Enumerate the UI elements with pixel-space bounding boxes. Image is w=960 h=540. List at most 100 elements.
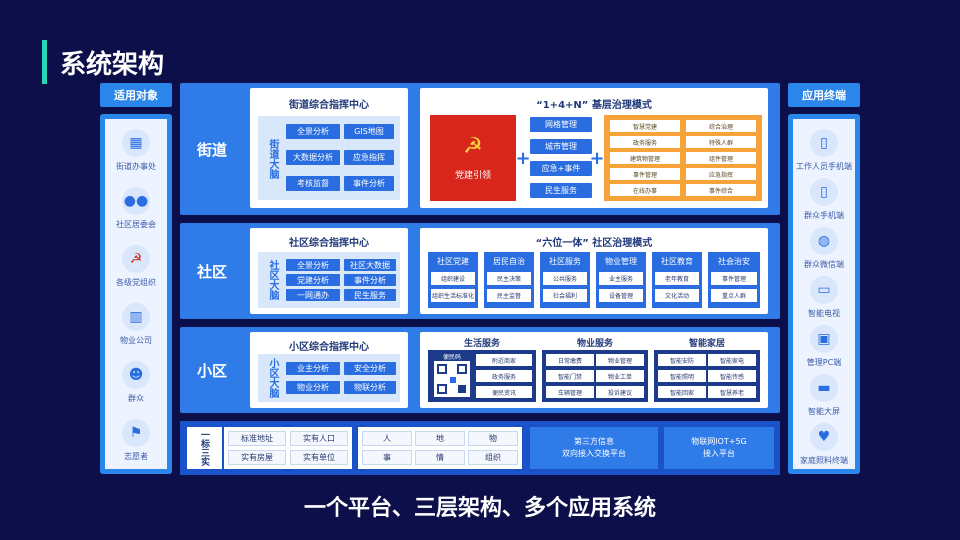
community-btn-big-data[interactable]: 社区大数据: [344, 259, 396, 271]
community-btn-party-analysis[interactable]: 党建分析: [286, 274, 340, 286]
title-accent-bar: [42, 40, 47, 84]
community-command-center: 社区综合指挥中心 社区大脑 全景分析 社区大数据 党建分析 事件分析 一网通办 …: [250, 228, 408, 314]
four-city-management[interactable]: 城市管理: [530, 139, 592, 154]
base-label-box: 一标三实: [187, 427, 222, 469]
residential-btn-iot-analysis[interactable]: 物联分析: [344, 381, 396, 394]
group-community-service: 社区服务 公共服务 社会福利: [540, 252, 590, 308]
smart-home-item[interactable]: 智能家电: [708, 354, 756, 366]
group-party-building: 社区党建 组织建设 组织生活标准化: [428, 252, 478, 308]
property-item[interactable]: 日常缴费: [546, 354, 594, 366]
smart-home-item[interactable]: 智能传感: [708, 370, 756, 382]
group-community-education: 社区教育 老年教育 文化活动: [652, 252, 702, 308]
community-btn-event-analysis[interactable]: 事件分析: [344, 274, 396, 286]
property-item[interactable]: 物业工单: [596, 370, 644, 382]
smart-home-item[interactable]: 智能回家: [658, 386, 706, 398]
element-item: 组织: [468, 450, 518, 465]
n-item: 应急指挥: [686, 168, 756, 180]
right-item-pc: ▣ 管理PC端: [793, 325, 855, 368]
n-item: 智慧党建: [610, 120, 680, 132]
smart-home-item[interactable]: 智能照明: [658, 370, 706, 382]
big-screen-icon: ▬: [810, 374, 838, 402]
page-title: 系统架构: [60, 50, 165, 80]
residential-brain-label: 小区大脑: [267, 358, 278, 398]
n-item: 政务服务: [610, 136, 680, 148]
life-item-info[interactable]: 便民资讯: [476, 386, 532, 398]
right-item-family-care: ♥ 家庭照料终端: [793, 423, 855, 466]
street-command-center: 街道综合指挥中心 街道大脑 全景分析 GIS地图 大数据分析 应急指挥 考核监督…: [250, 88, 408, 208]
street-btn-assessment[interactable]: 考核监督: [286, 176, 340, 191]
four-grid-management[interactable]: 网格管理: [530, 117, 592, 132]
property-item[interactable]: 智能门禁: [546, 370, 594, 382]
community-governance-mode: “六位一体” 社区治理模式 社区党建 组织建设 组织生活标准化 居民自治 民主决…: [420, 228, 768, 314]
left-item-residents-committee: ●● 社区居委会: [105, 187, 167, 230]
family-care-icon: ♥: [810, 423, 838, 451]
street-btn-panorama[interactable]: 全景分析: [286, 124, 340, 139]
street-btn-big-data[interactable]: 大数据分析: [286, 150, 340, 165]
life-item-nearby-shops[interactable]: 附近商家: [476, 354, 532, 366]
element-item: 情: [415, 450, 465, 465]
element-item: 人: [362, 431, 412, 446]
standard-item: 实有房屋: [228, 450, 286, 465]
residential-center-title: 小区综合指挥中心: [289, 342, 369, 353]
street-btn-event-analysis[interactable]: 事件分析: [344, 176, 394, 191]
left-item-volunteer: ⚑ 志愿者: [105, 419, 167, 462]
n-item: 特殊人群: [686, 136, 756, 148]
property-item[interactable]: 车辆管理: [546, 386, 594, 398]
residential-command-center: 小区综合指挥中心 小区大脑 业主分析 安全分析 物业分析 物联分析: [250, 332, 408, 408]
street-mode-title: “1+4+N” 基层治理模式: [536, 100, 652, 111]
right-item-staff-phone: ▯ 工作人员手机端: [793, 129, 855, 172]
four-emergency-event[interactable]: 应急+事件: [530, 161, 592, 176]
group-public-security: 社会治安 事件管理 重点人群: [708, 252, 760, 308]
property-item[interactable]: 物业管理: [596, 354, 644, 366]
staff-phone-icon: ▯: [810, 129, 838, 157]
page-subtitle: 一个平台、三层架构、多个应用系统: [303, 496, 656, 521]
third-party-platform[interactable]: 第三方信息 双向接入交换平台: [530, 427, 658, 469]
n-item: 事件综合: [686, 184, 756, 196]
four-livelihood[interactable]: 民生服务: [530, 183, 592, 198]
community-btn-one-network[interactable]: 一网通办: [286, 289, 340, 301]
smart-home-item[interactable]: 智慧养老: [708, 386, 756, 398]
residential-btn-owner-analysis[interactable]: 业主分析: [286, 362, 340, 375]
left-item-party-org: ☭ 各级党组织: [105, 245, 167, 288]
party-emblem-icon: ☭: [463, 133, 483, 159]
tier-community-name: 社区: [196, 262, 227, 281]
qr-code-icon[interactable]: [434, 361, 470, 397]
party-leadership-label: 党建引领: [454, 170, 491, 181]
smart-home-item[interactable]: 智能安防: [658, 354, 706, 366]
left-item-street-office: ▦ 街道办事处: [105, 129, 167, 172]
community-brain-label: 社区大脑: [267, 260, 278, 300]
office-building-icon: ▦: [122, 129, 150, 157]
group-property-management: 物业管理 业主服务 设备管理: [596, 252, 646, 308]
residential-btn-safety-analysis[interactable]: 安全分析: [344, 362, 396, 375]
elements-box: 人 地 物 事 情 组织: [358, 427, 522, 469]
right-item-big-screen: ▬ 智能大屏: [793, 374, 855, 417]
right-item-wechat: ◍ 群众微信端: [793, 227, 855, 270]
right-panel: ▯ 工作人员手机端 ▯ 群众手机端 ◍ 群众微信端 ▭ 智能电视 ▣ 管理PC端…: [788, 114, 860, 474]
party-emblem-icon: ☭: [122, 245, 150, 273]
pc-icon: ▣: [810, 325, 838, 353]
base-label: 一标三实: [199, 430, 209, 466]
element-item: 物: [468, 431, 518, 446]
element-item: 事: [362, 450, 412, 465]
qr-label: 便民码: [442, 354, 461, 361]
iot-5g-platform[interactable]: 物联网IOT+5G 接入平台: [664, 427, 774, 469]
standard-item: 实有单位: [290, 450, 348, 465]
community-center-title: 社区综合指挥中心: [289, 238, 369, 249]
residential-btn-property-analysis[interactable]: 物业分析: [286, 381, 340, 394]
left-item-public: ☻ 群众: [105, 361, 167, 404]
property-service-title: 物业服务: [576, 339, 613, 349]
life-service-title: 生活服务: [463, 339, 500, 349]
community-mode-title: “六位一体” 社区治理模式: [535, 238, 653, 249]
street-btn-emergency[interactable]: 应急指挥: [344, 150, 394, 165]
street-btn-gis-map[interactable]: GIS地图: [344, 124, 394, 139]
standard-item: 实有人口: [290, 431, 348, 446]
property-item[interactable]: 投诉建议: [596, 386, 644, 398]
community-btn-livelihood[interactable]: 民生服务: [344, 289, 396, 301]
standard-address-box: 标准地址 实有人口 实有房屋 实有单位: [224, 427, 352, 469]
party-leadership-box: ☭ 党建引领: [430, 115, 516, 201]
life-item-gov-service[interactable]: 政务服务: [476, 370, 532, 382]
tier-residential-name: 小区: [196, 361, 227, 380]
community-btn-panorama[interactable]: 全景分析: [286, 259, 340, 271]
n-item: 建筑物管理: [610, 152, 680, 164]
n-item: 综合治理: [686, 120, 756, 132]
